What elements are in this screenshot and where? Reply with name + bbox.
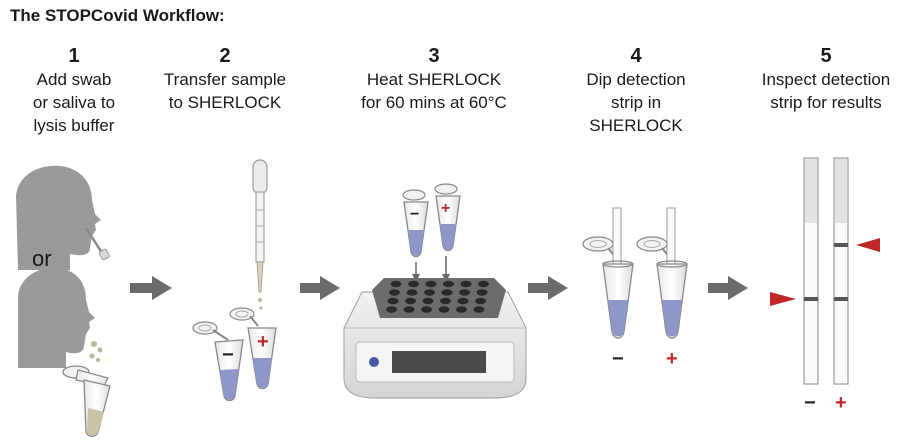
heater-well — [424, 289, 435, 296]
strip-negative-icon — [803, 157, 819, 385]
step-text: strip in — [610, 93, 662, 112]
step-4-header: 4 Dip detection strip in SHERLOCK — [566, 44, 706, 137]
step-2-header: 2 Transfer sample to SHERLOCK — [150, 44, 300, 114]
heater-device-icon — [343, 278, 527, 399]
diagram-title: The STOPCovid Workflow: — [10, 6, 225, 25]
head-saliva-icon — [18, 267, 103, 368]
step-number: 1 — [68, 45, 80, 67]
tube-negative-icon — [192, 321, 244, 402]
step-text: Dip detection — [586, 70, 686, 89]
step-text: Add swab — [36, 70, 112, 89]
strip-positive-icon — [833, 157, 849, 385]
step-text: Transfer sample — [163, 70, 287, 89]
positive-sign-step4: + — [666, 348, 678, 370]
heater-well — [403, 306, 415, 313]
positive-sign-step3: + — [441, 200, 451, 217]
heater-well — [443, 280, 454, 288]
heater-well — [475, 297, 486, 305]
heater-well — [389, 289, 400, 296]
positive-sign-step5: + — [835, 392, 847, 414]
dip-tube-negative-icon — [582, 207, 634, 339]
or-label: or — [32, 246, 52, 271]
heater-well — [460, 280, 472, 288]
step-text: or saliva to — [32, 93, 116, 112]
heater-well — [457, 297, 469, 305]
heat-tube-negative-icon — [402, 189, 429, 258]
heater-well — [473, 306, 485, 313]
dip-tube-positive-icon — [636, 207, 688, 339]
heater-well — [440, 297, 451, 305]
heater-well — [408, 280, 419, 288]
negative-sign-step3: − — [410, 206, 420, 223]
heater-well — [459, 289, 470, 296]
negative-sign-step4: − — [612, 348, 624, 370]
positive-sign-step2: + — [257, 331, 269, 353]
step-number: 3 — [428, 45, 440, 67]
heater-well — [390, 280, 402, 288]
heater-well — [456, 306, 467, 313]
step-text: strip for results — [770, 93, 882, 112]
test-line-marker-icon — [856, 238, 880, 252]
heater-well — [406, 289, 418, 296]
step-1-header: 1 Add swab or saliva to lysis buffer — [12, 44, 136, 137]
step-text: to SHERLOCK — [168, 93, 282, 112]
head-swab-icon — [16, 165, 110, 270]
heater-well — [478, 280, 489, 288]
lysis-tube-icon — [62, 365, 111, 438]
heater-well — [387, 297, 399, 305]
heat-tube-positive-icon — [434, 183, 461, 252]
step-text: for 60 mins at 60°C — [361, 93, 507, 112]
heater-well — [421, 306, 432, 313]
step-text: lysis buffer — [33, 116, 115, 135]
negative-sign-step5: − — [804, 392, 816, 414]
flow-arrow-1-icon — [130, 276, 172, 300]
heater-well — [476, 289, 488, 296]
heater-well — [405, 297, 416, 305]
step-number: 4 — [630, 45, 642, 67]
step-text: Heat SHERLOCK — [366, 70, 502, 89]
heater-well — [422, 297, 434, 305]
tube-positive-icon — [229, 307, 277, 390]
step-3-header: 3 Heat SHERLOCK for 60 mins at 60°C — [336, 44, 532, 114]
step-number: 5 — [820, 45, 832, 67]
heater-well — [386, 306, 397, 313]
heater-well — [438, 306, 450, 313]
control-line-marker-icon — [770, 292, 796, 306]
step-5-header: 5 Inspect detection strip for results — [742, 44, 910, 114]
flow-arrow-3-icon — [528, 276, 568, 300]
flow-arrow-2-icon — [300, 276, 340, 300]
step-number: 2 — [219, 45, 231, 67]
heater-well — [425, 280, 437, 288]
step-text: SHERLOCK — [589, 116, 683, 135]
negative-sign-step2: − — [222, 344, 234, 366]
heater-wells — [386, 280, 489, 313]
step-text: Inspect detection — [761, 70, 891, 89]
flow-arrow-4-icon — [708, 276, 748, 300]
heater-well — [441, 289, 453, 296]
pipette-icon — [252, 159, 268, 310]
